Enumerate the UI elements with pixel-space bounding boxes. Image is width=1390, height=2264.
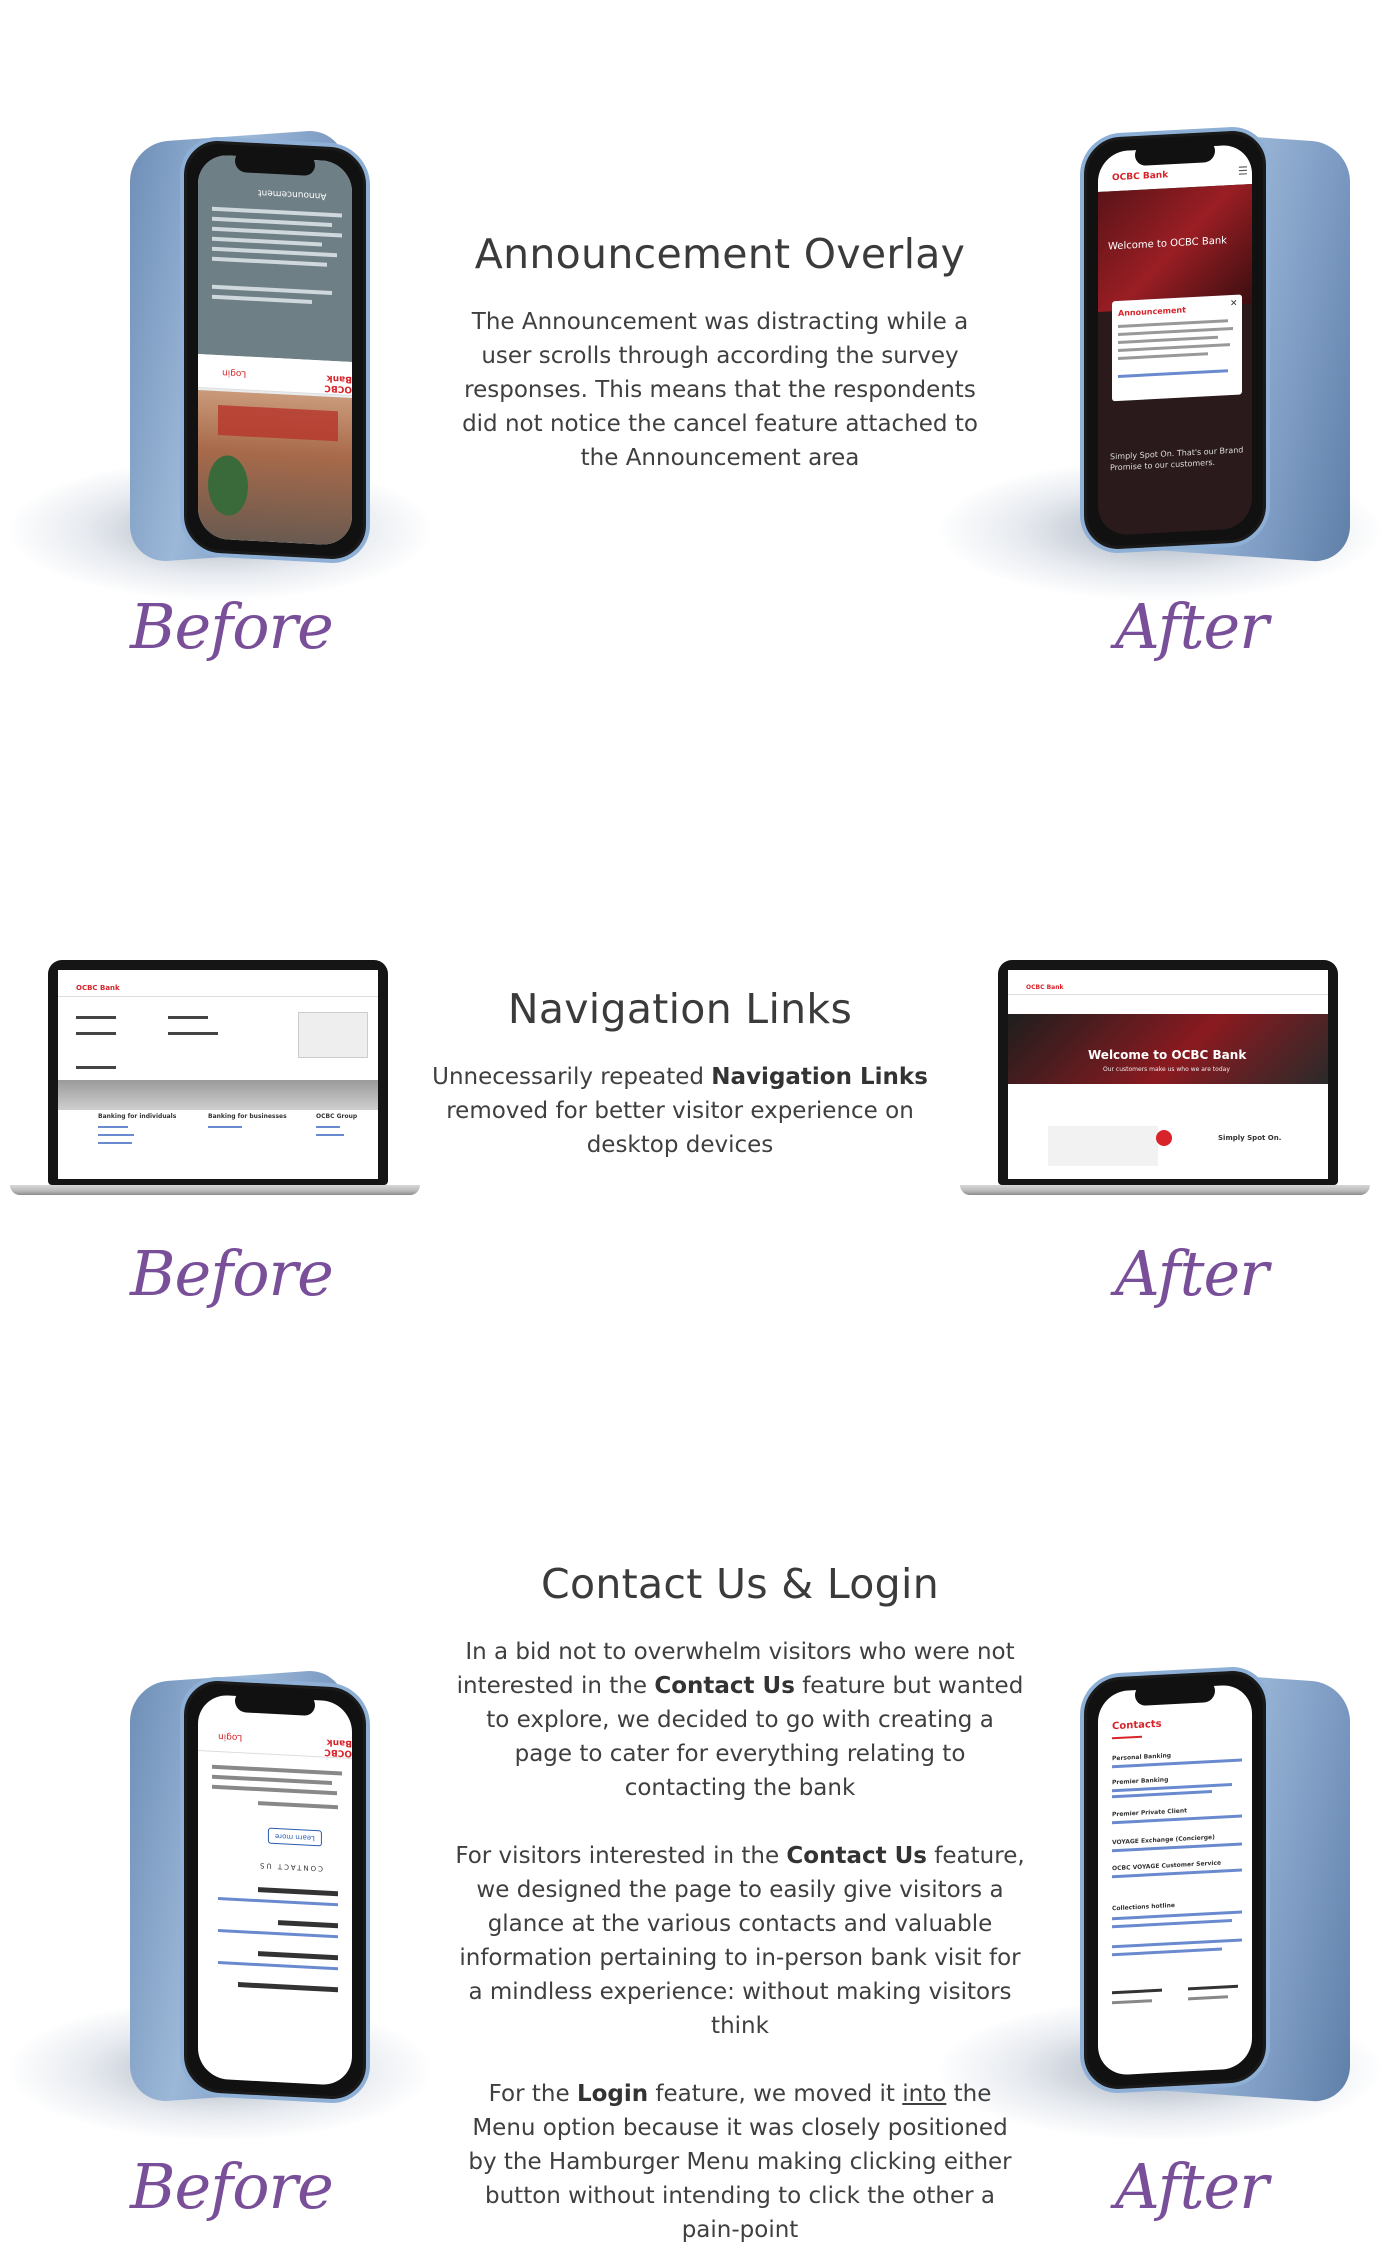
brand-logo: OCBC Bank xyxy=(76,984,120,992)
contact-paragraph-3: For the Login feature, we moved it into … xyxy=(468,2081,1012,2243)
after-laptop-navigation: OCBC Bank Welcome to OCBC Bank Our custo… xyxy=(960,960,1370,1200)
learn-more-button[interactable]: Learn more xyxy=(268,1827,322,1847)
before-phone-announcement: Announcement OCBC Bank Login xyxy=(10,128,430,600)
hero-subtitle: Our customers make us who we are today xyxy=(1103,1066,1230,1073)
contact-us-heading: CONTACT US xyxy=(258,1861,323,1873)
navigation-description: Unnecessarily repeated Navigation Links … xyxy=(432,1064,928,1158)
hamburger-icon[interactable]: ☰ xyxy=(1238,164,1248,178)
after-phone-announcement: OCBC Bank ☰ Welcome to OCBC Bank Announc… xyxy=(940,125,1380,600)
contacts-title: Contacts xyxy=(1112,1718,1162,1733)
after-phone-contact: Contacts Personal Banking Premier Bankin… xyxy=(940,1665,1380,2140)
before-phone-contact: OCBC Bank Login Learn more CONTACT US xyxy=(10,1668,430,2140)
contact-item: Collections hotline xyxy=(1112,1902,1175,1913)
brand-logo: OCBC Bank xyxy=(324,372,352,395)
nav-col-businesses: Banking for businesses xyxy=(208,1113,287,1120)
after-label: After xyxy=(1115,1237,1269,1310)
section-title-contact: Contact Us & Login xyxy=(541,1560,939,1608)
nav-col-group: OCBC Group xyxy=(316,1113,358,1120)
brand-tagline: Simply Spot On. xyxy=(1218,1134,1282,1142)
login-link[interactable]: Login xyxy=(218,1731,243,1743)
contact-item: Personal Banking xyxy=(1112,1752,1172,1763)
login-link[interactable]: Login xyxy=(222,367,247,379)
brand-tagline: Simply Spot On. That's our Brand Promise… xyxy=(1110,445,1244,473)
after-label: After xyxy=(1115,590,1269,663)
contact-paragraph-1: In a bid not to overwhelm visitors who w… xyxy=(456,1639,1024,1801)
before-label: Before xyxy=(130,1237,334,1310)
after-label: After xyxy=(1115,2150,1269,2223)
section-title-navigation: Navigation Links xyxy=(507,985,853,1033)
brand-logo: OCBC Bank xyxy=(324,1736,352,1759)
nav-col-individuals: Banking for individuals xyxy=(98,1113,177,1120)
brand-logo: OCBC Bank xyxy=(1026,984,1064,991)
section-body-contact: In a bid not to overwhelm visitors who w… xyxy=(455,1635,1025,2264)
section-body-navigation: Unnecessarily repeated Navigation Links … xyxy=(425,1060,935,1196)
section-body-announcement: The Announcement was distracting while a… xyxy=(455,305,985,509)
contact-paragraph-2: For visitors interested in the Contact U… xyxy=(455,1843,1025,2039)
before-label: Before xyxy=(130,590,334,663)
contact-item: Premier Private Client xyxy=(1112,1807,1187,1819)
contact-item: Premier Banking xyxy=(1112,1776,1169,1787)
announcement-description: The Announcement was distracting while a… xyxy=(462,309,978,471)
close-icon[interactable]: ✕ xyxy=(1230,298,1238,310)
before-laptop-navigation: OCBC Bank Banking for individuals Bankin… xyxy=(10,960,420,1200)
hero-title: Welcome to OCBC Bank xyxy=(1088,1048,1247,1062)
section-title-announcement: Announcement Overlay xyxy=(474,230,966,278)
before-label: Before xyxy=(130,2150,334,2223)
